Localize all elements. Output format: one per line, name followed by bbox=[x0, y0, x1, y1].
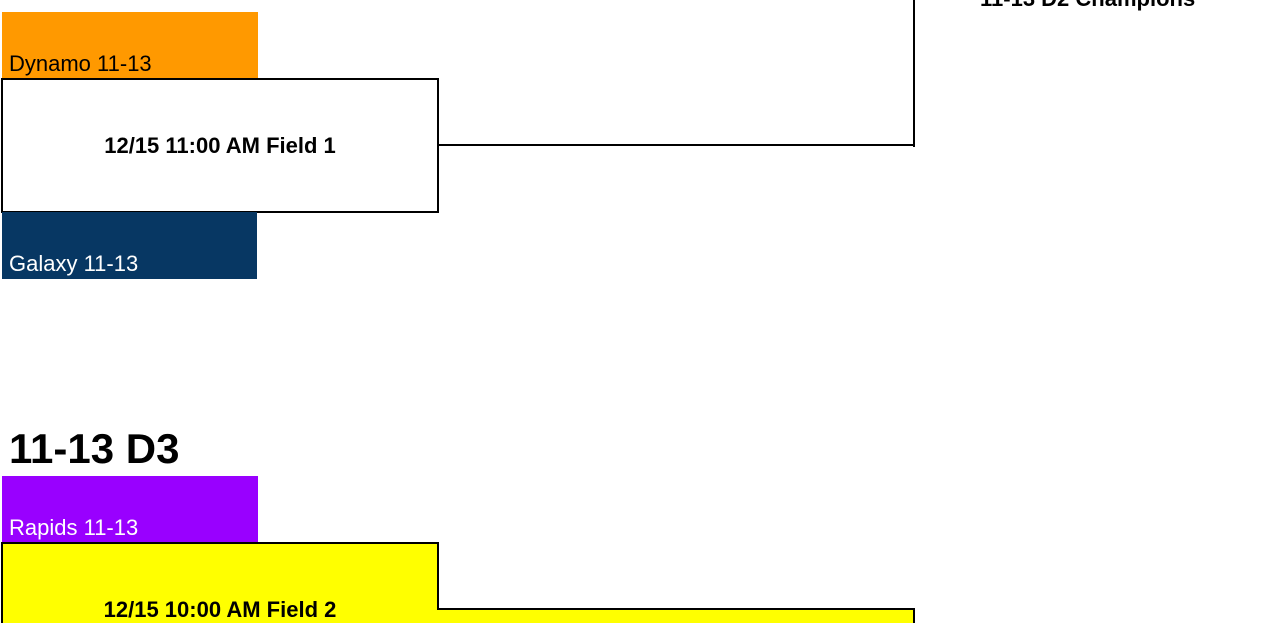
team-name: Galaxy 11-13 bbox=[9, 251, 139, 276]
match-label: 12/15 10:00 AM Field 2 bbox=[103, 597, 337, 622]
d2-champions-label: 11-13 D2 Champions bbox=[980, 0, 1195, 12]
team-name: Dynamo 11-13 bbox=[9, 51, 152, 76]
d2-final-connector-vertical bbox=[913, 0, 915, 147]
d2-match-connector bbox=[437, 144, 915, 146]
team-name: Rapids 11-13 bbox=[9, 515, 139, 540]
team-cell-rapids[interactable]: Rapids 11-13 bbox=[2, 476, 258, 543]
match-box-d2[interactable]: 12/15 11:00 AM Field 1 bbox=[1, 78, 439, 213]
section-title-d3: 11-13 D3 bbox=[9, 425, 180, 472]
match-box-d3[interactable]: 12/15 10:00 AM Field 2 bbox=[1, 542, 439, 623]
d3-match-connector bbox=[437, 608, 915, 623]
team-cell-dynamo[interactable]: Dynamo 11-13 bbox=[2, 12, 258, 79]
team-cell-galaxy[interactable]: Galaxy 11-13 bbox=[2, 212, 257, 279]
match-label: 12/15 11:00 AM Field 1 bbox=[104, 132, 336, 158]
